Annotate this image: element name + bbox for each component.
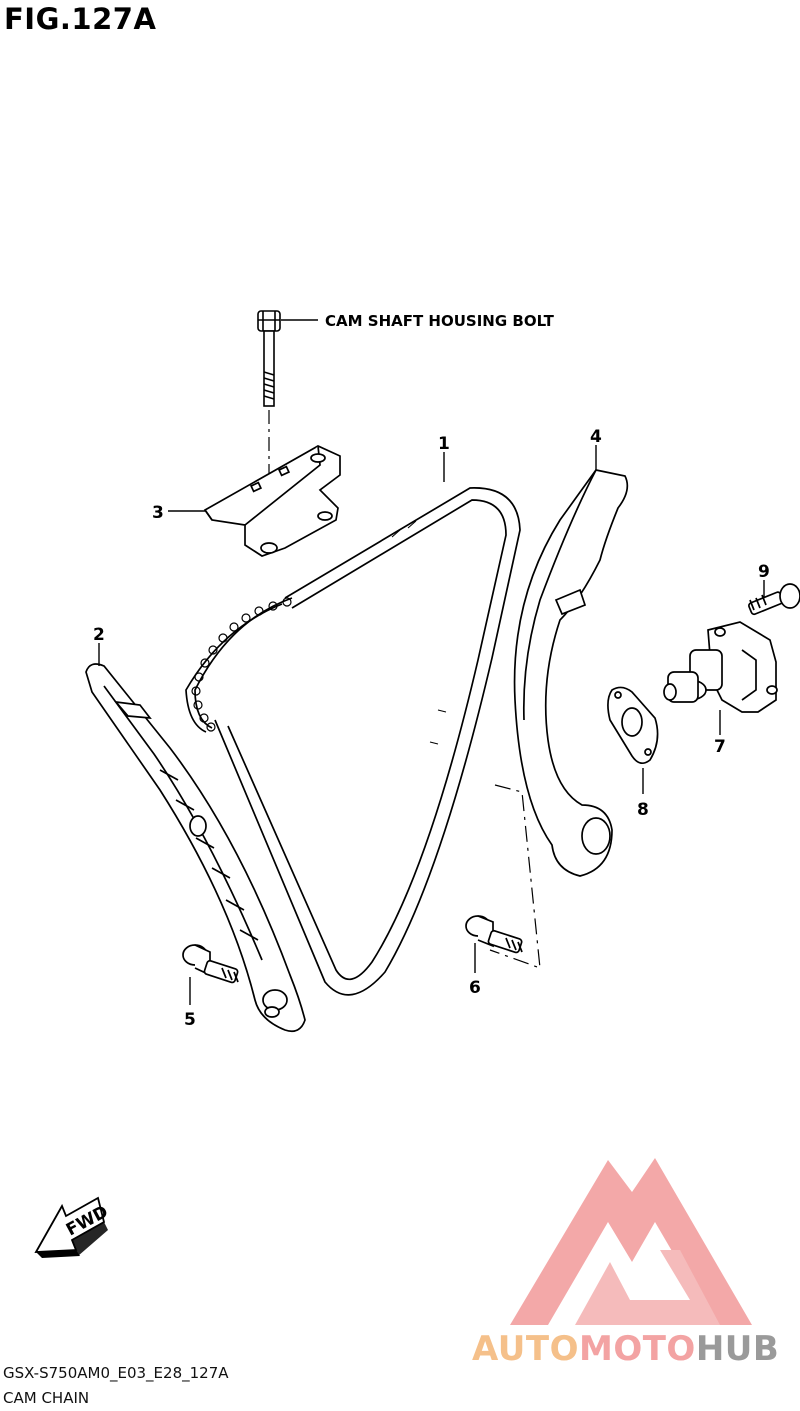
figure-title: FIG.127A [4, 2, 157, 36]
part-9-adjuster-bolt [748, 583, 800, 616]
part-2-chain-guide [85, 663, 306, 1033]
callout-2: 2 [93, 625, 105, 645]
part-5-guide-bolt [182, 944, 239, 984]
cam-shaft-housing-bolt [257, 310, 281, 407]
callout-6: 6 [469, 978, 481, 998]
watermark-text: AUTOMOTOHUB [472, 1329, 780, 1369]
callout-7: 7 [714, 737, 726, 757]
fwd-arrow: FWD [34, 1196, 112, 1258]
footer-model-code: GSX-S750AM0_E03_E28_127A [3, 1364, 229, 1382]
part-7-tensioner-adjuster [663, 621, 778, 713]
part-1-cam-chain [185, 487, 521, 996]
watermark-logo [510, 1158, 752, 1325]
callout-1: 1 [438, 434, 450, 454]
part-8-gasket [607, 686, 659, 765]
callout-8: 8 [637, 800, 649, 820]
callout-9: 9 [758, 562, 770, 582]
guide-axis-lines [489, 784, 541, 969]
callout-5: 5 [184, 1010, 196, 1030]
part-4-tensioner-guide [513, 469, 629, 877]
footer-figure-name: CAM CHAIN [3, 1389, 90, 1407]
callout-4: 4 [590, 427, 602, 447]
part-3-guide-bracket [203, 445, 341, 557]
part-6-guide-bolt [465, 915, 523, 954]
callout-3: 3 [152, 503, 164, 523]
cam-shaft-housing-bolt-label: CAM SHAFT HOUSING BOLT [325, 312, 555, 330]
